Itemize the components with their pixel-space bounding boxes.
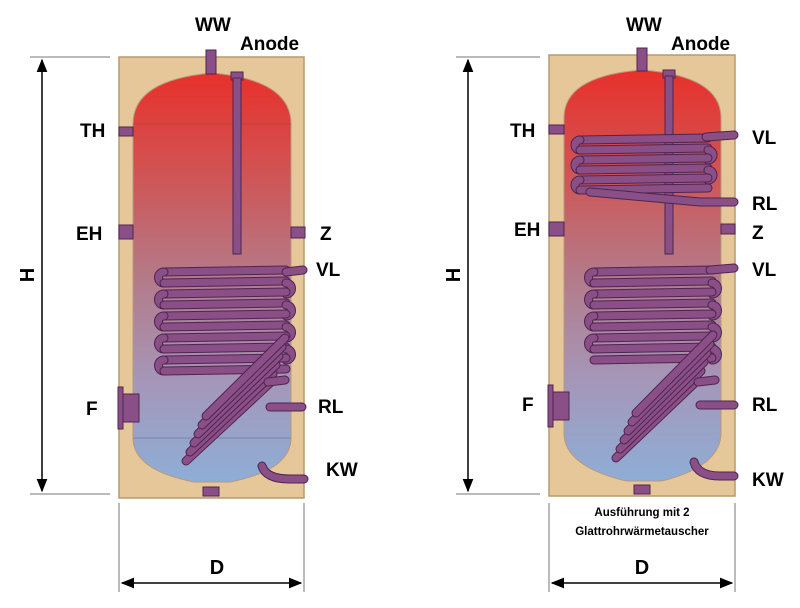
right-tank: H WW Anode TH EH VL RL Z VL F RL KW Ausf… [443,15,784,592]
right-th-socket [548,124,565,135]
right-label-vl: VL [752,260,777,281]
coil-turn [160,277,290,287]
coil-turn [160,310,290,320]
right-flange [547,384,570,428]
left-label-kw: KW [326,460,358,481]
left-diameter-dimension: D [118,503,305,592]
left-tank: H WW Anode TH EH Z VL F [17,15,358,592]
coil-turn [590,299,716,309]
coil-turn [576,144,712,154]
left-heat-exchanger-coil [154,265,309,484]
diag-join [694,376,719,386]
coil-turn [576,154,712,164]
coil-turn [576,174,712,184]
left-eh-socket [118,224,134,240]
coil-turn [160,321,290,331]
left-drain-socket [202,486,220,497]
coil-turn [590,277,716,287]
right-label-eh: EH [514,220,540,241]
coil-turn [160,299,290,309]
left-label-ww: WW [195,15,231,36]
left-th-socket [118,126,134,137]
left-z-socket [290,226,306,239]
kw-inlet-pipe [258,462,308,483]
vl-top-inlet-pipe [702,131,738,141]
left-diameter-label: D [210,557,224,579]
coil-turn [590,332,716,342]
left-flange [117,386,140,430]
coil-turn [160,343,290,353]
coil-turn [590,310,716,320]
right-label-rl: RL [752,395,778,416]
right-label-f: F [522,395,534,416]
left-height-label: H [17,268,39,282]
right-label-vl-top: VL [752,128,777,149]
right-caption-line2: Glattrohrwärmetauscher [575,526,709,538]
right-label-z: Z [752,223,764,244]
kw-inlet-pipe [690,458,738,480]
left-anode-rod [230,71,244,255]
right-height-dimension: H [443,56,540,495]
right-label-th: TH [510,121,535,142]
right-diameter-dimension: D [548,503,736,592]
coil-turn [590,321,716,331]
coil-turn [590,266,716,276]
coil-turn [590,288,716,298]
coil-turn [590,343,716,353]
rl-top-outlet-pipe [586,188,738,206]
coil-turn [160,332,290,342]
right-eh-socket [548,221,565,237]
left-label-th: TH [80,121,105,142]
right-label-ww: WW [626,15,662,36]
vl-inlet-pipe [282,266,307,276]
left-label-z: Z [320,224,332,245]
right-height-label: H [443,268,465,282]
right-drain-socket [633,484,651,495]
diag-join [264,376,289,386]
left-label-vl: VL [316,260,341,281]
left-ww-outlet-pipe [205,49,217,75]
right-label-kw: KW [752,470,784,491]
right-label-anode: Anode [671,34,730,55]
diag-loop [632,331,717,417]
left-label-f: F [86,399,98,420]
right-caption-line1: Ausführung mit 2 [594,507,689,519]
left-label-anode: Anode [240,34,299,55]
right-lower-heat-exchanger-coil [584,263,739,481]
coil-turn [576,134,712,144]
left-label-eh: EH [76,224,102,245]
right-label-rl-top: RL [752,194,778,215]
left-label-rl: RL [318,397,344,418]
diag-loop [202,334,289,420]
right-ww-outlet-pipe [636,47,648,72]
right-upper-heat-exchanger-coil [570,130,739,207]
right-diameter-label: D [635,557,649,579]
right-z-socket [720,223,736,235]
coil-turn [160,288,290,298]
left-height-dimension: H [17,56,110,495]
coil-turn [160,266,290,276]
vl-inlet-pipe [706,264,738,274]
coil-turn [576,164,712,174]
